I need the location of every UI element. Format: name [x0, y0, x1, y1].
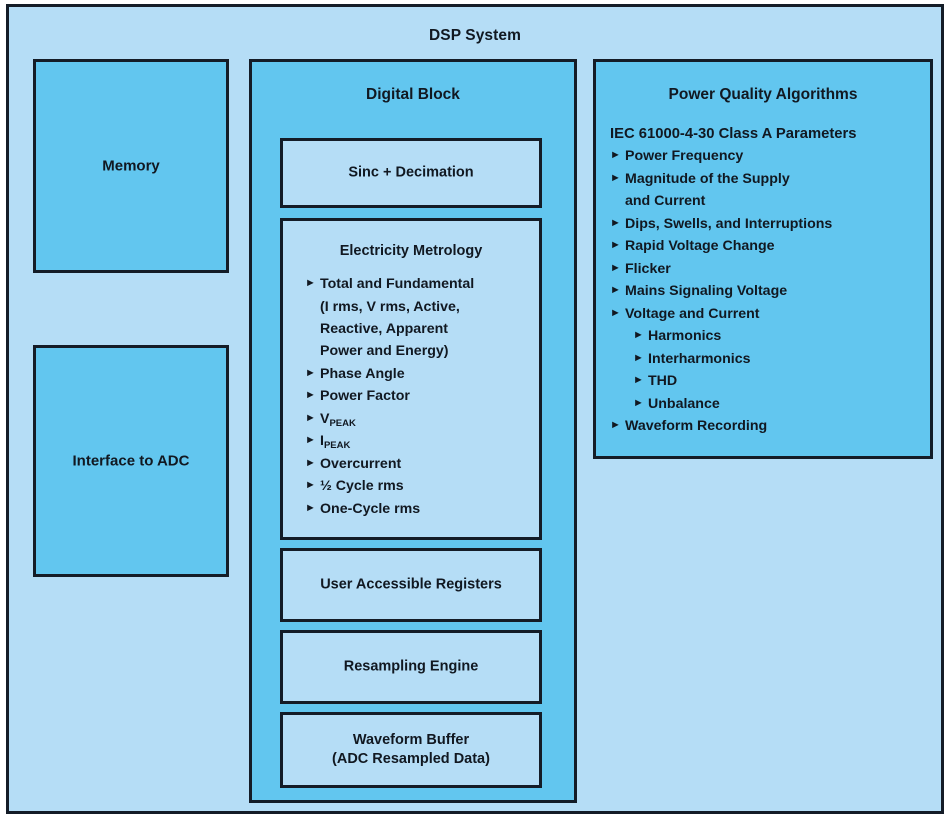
- power-quality-item-label: and Current: [625, 193, 706, 209]
- interface-to-adc-block: Interface to ADC: [33, 345, 229, 577]
- power-quality-item: ► Voltage and Current: [610, 303, 924, 326]
- metrology-item: ► Phase Angle: [305, 363, 533, 385]
- metrology-item-label: Reactive, Apparent: [320, 321, 448, 337]
- metrology-item: ►(I rms, V rms, Active,: [305, 296, 533, 318]
- metrology-item: ►Reactive, Apparent: [305, 318, 533, 340]
- memory-block: Memory: [33, 59, 229, 273]
- waveform-buffer-label: Waveform Buffer (ADC Resampled Data): [283, 731, 539, 769]
- sinc-decimation-label: Sinc + Decimation: [348, 164, 474, 181]
- metrology-item-subscript: PEAK: [329, 417, 356, 429]
- power-quality-item-label: THD: [648, 373, 678, 389]
- user-accessible-registers-box: User Accessible Registers: [280, 548, 542, 622]
- bullet-triangle-icon: ►: [610, 216, 621, 229]
- metrology-item: ►Power and Energy): [305, 340, 533, 362]
- power-quality-item-label: Waveform Recording: [625, 418, 768, 434]
- metrology-item-label: V: [320, 410, 330, 427]
- waveform-buffer-box: Waveform Buffer (ADC Resampled Data): [280, 712, 542, 788]
- iec-standard-heading: IEC 61000-4-30 Class A Parameters: [610, 126, 857, 142]
- power-quality-item: ► Rapid Voltage Change: [610, 235, 924, 258]
- power-quality-item-label: Mains Signaling Voltage: [625, 283, 788, 299]
- power-quality-item: ► Power Frequency: [610, 145, 924, 168]
- metrology-item-subscript: PEAK: [323, 440, 351, 452]
- power-quality-algorithms-title: Power Quality Algorithms: [668, 86, 858, 103]
- power-quality-item-label: Power Frequency: [625, 148, 744, 164]
- power-quality-parameter-list: ► Power Frequency ► Magnitude of the Supply…: [596, 145, 930, 438]
- bullet-triangle-icon: ►: [610, 419, 621, 431]
- waveform-buffer-line2: (ADC Resampled Data): [332, 751, 490, 767]
- bullet-triangle-icon: ►: [305, 501, 316, 514]
- bullet-triangle-icon: ►: [305, 456, 316, 469]
- bullet-triangle-icon: ►: [610, 171, 621, 184]
- sinc-decimation-box: Sinc + Decimation: [280, 138, 542, 208]
- digital-block-title: Digital Block: [366, 86, 460, 103]
- bullet-triangle-icon: ►: [633, 374, 644, 386]
- bullet-triangle-icon: ►: [305, 479, 316, 492]
- power-quality-item-label: Rapid Voltage Change: [625, 238, 775, 254]
- dsp-system-container: DSP System Memory Interface to ADC Digit…: [6, 4, 944, 814]
- power-quality-item: ► Harmonics: [610, 325, 924, 348]
- power-quality-item-label: Dips, Swells, and Interruptions: [625, 215, 833, 232]
- bullet-triangle-icon: ►: [633, 351, 644, 364]
- power-quality-item-label: Flicker: [625, 260, 671, 277]
- metrology-item: ► Total and Fundamental: [305, 273, 533, 295]
- power-quality-item-label: Voltage and Current: [625, 305, 760, 322]
- metrology-item: ► VPEAK: [305, 408, 533, 430]
- resampling-engine-box: Resampling Engine: [280, 630, 542, 704]
- power-quality-item-label: Interharmonics: [648, 350, 751, 367]
- power-quality-item: ► Unbalance: [610, 393, 924, 416]
- power-quality-item: ► THD: [610, 370, 924, 393]
- metrology-item: ► One-Cycle rms: [305, 498, 533, 520]
- bullet-triangle-icon: ►: [610, 284, 621, 296]
- memory-label: Memory: [102, 157, 160, 175]
- metrology-item-label: Power and Energy): [320, 343, 449, 360]
- bullet-triangle-icon: ►: [610, 261, 621, 274]
- bullet-triangle-icon: ►: [305, 366, 316, 379]
- metrology-item-label: Overcurrent: [320, 455, 402, 472]
- bullet-triangle-icon: ►: [610, 149, 621, 161]
- bullet-triangle-icon: ►: [610, 306, 621, 319]
- bullet-triangle-icon: ►: [633, 396, 644, 409]
- interface-to-adc-label: Interface to ADC: [72, 452, 190, 470]
- bullet-triangle-icon: ►: [633, 329, 644, 341]
- metrology-item-label: Total and Fundamental: [320, 276, 475, 293]
- electricity-metrology-title: Electricity Metrology: [339, 243, 483, 259]
- power-quality-item: ► Waveform Recording: [610, 415, 924, 438]
- metrology-item: ► IPEAK: [305, 430, 533, 452]
- power-quality-algorithms-block: Power Quality Algorithms IEC 61000-4-30 …: [593, 59, 933, 459]
- dsp-system-title: DSP System: [428, 27, 522, 44]
- power-quality-item: ► Magnitude of the Supply: [610, 168, 924, 191]
- metrology-item-label: (I rms, V rms, Active,: [320, 298, 460, 315]
- electricity-metrology-list: ►Total and Fundamental►(I rms, V rms, Ac…: [283, 273, 539, 520]
- metrology-item-label: Phase Angle: [320, 365, 405, 382]
- power-quality-item: ► Flicker: [610, 258, 924, 281]
- bullet-triangle-icon: ►: [610, 239, 621, 251]
- metrology-item: ► Power Factor: [305, 385, 533, 407]
- power-quality-item: ► Mains Signaling Voltage: [610, 280, 924, 303]
- bullet-triangle-icon: ►: [305, 277, 316, 290]
- metrology-item: ► ½ Cycle rms: [305, 475, 533, 497]
- metrology-item-label: One-Cycle rms: [320, 500, 421, 517]
- metrology-item-label: ½ Cycle rms: [320, 478, 404, 495]
- power-quality-item: ►and Current: [610, 190, 924, 213]
- metrology-item-label: Power Factor: [320, 388, 410, 405]
- power-quality-item-label: Unbalance: [648, 395, 720, 412]
- resampling-engine-label: Resampling Engine: [343, 658, 479, 675]
- bullet-triangle-icon: ►: [305, 434, 316, 447]
- bullet-triangle-icon: ►: [305, 389, 316, 402]
- user-accessible-registers-label: User Accessible Registers: [320, 576, 502, 593]
- metrology-item: ► Overcurrent: [305, 453, 533, 475]
- power-quality-item-label: Magnitude of the Supply: [625, 170, 790, 187]
- electricity-metrology-box: Electricity Metrology ► Total and Fundame…: [280, 218, 542, 540]
- power-quality-item-label: Harmonics: [648, 328, 722, 344]
- bullet-triangle-icon: ►: [305, 411, 316, 424]
- metrology-item-label: I: [320, 433, 324, 450]
- digital-block: Digital Block Sinc + Decimation Electric…: [249, 59, 577, 803]
- power-quality-item: ► Interharmonics: [610, 348, 924, 371]
- power-quality-item: ► Dips, Swells, and Interruptions: [610, 213, 924, 236]
- waveform-buffer-line1: Waveform Buffer: [352, 731, 470, 748]
